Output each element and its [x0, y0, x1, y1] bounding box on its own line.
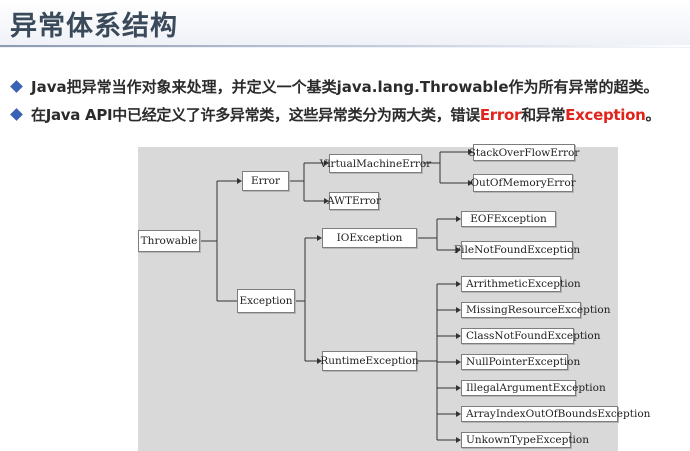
exception-hierarchy-diagram: Throwable Error VirtualMachineError Stac… [138, 144, 650, 451]
error-node: Error [242, 171, 289, 191]
virtual-machine-error-node: VirtualMachineError [320, 154, 431, 173]
bullet-text: Java把异常当作对象来处理，并定义一个基类java.lang.Throwabl… [31, 78, 659, 96]
unknown-type-exception-node: UnkownTypeException [461, 432, 589, 448]
diamond-bullet-icon [10, 80, 23, 93]
out-of-memory-error-node: OutOfMemoryError [470, 174, 576, 192]
bullet-text-prefix: 在Java API中已经定义了许多异常类，这些异常类分为两大类，错误 [31, 106, 480, 124]
error-keyword: Error [479, 105, 522, 124]
io-exception-node: IOException [322, 228, 417, 248]
bullet-item-1: Java把异常当作对象来处理，并定义一个基类java.lang.Throwabl… [8, 76, 659, 97]
exception-node: Exception [237, 289, 295, 313]
page-title: 异常体系结构 [10, 11, 178, 42]
stack-overflow-error-node: StackOverFlowError [469, 144, 579, 161]
awt-error-node: AWTError [327, 192, 381, 210]
null-pointer-exception-node: NullPointerException [461, 354, 580, 370]
exception-keyword: Exception [565, 105, 646, 124]
bullet-text-middle: 和异常 [521, 106, 566, 124]
eof-exception-node: EOFException [461, 211, 556, 227]
header-band [0, 0, 690, 48]
class-not-found-exception-node: ClassNotFoundException [461, 328, 601, 344]
bullet-text-suffix: 。 [645, 106, 661, 124]
title-divider [0, 45, 690, 47]
diamond-bullet-icon [10, 108, 23, 121]
illegal-argument-exception-node: IllegalArgumentException [461, 380, 606, 396]
runtime-exception-node: RuntimeException [320, 351, 419, 371]
arithmetic-exception-node: ArrithmeticException [461, 276, 581, 292]
file-not-found-exception-node: FileNotFoundException [454, 241, 580, 259]
throwable-node: Throwable [138, 230, 200, 252]
array-index-out-of-bounds-exception-node: ArrayIndexOutOfBoundsException [461, 406, 650, 422]
missing-resource-exception-node: MissingResourceException [461, 302, 611, 318]
connector-lines [200, 149, 473, 443]
